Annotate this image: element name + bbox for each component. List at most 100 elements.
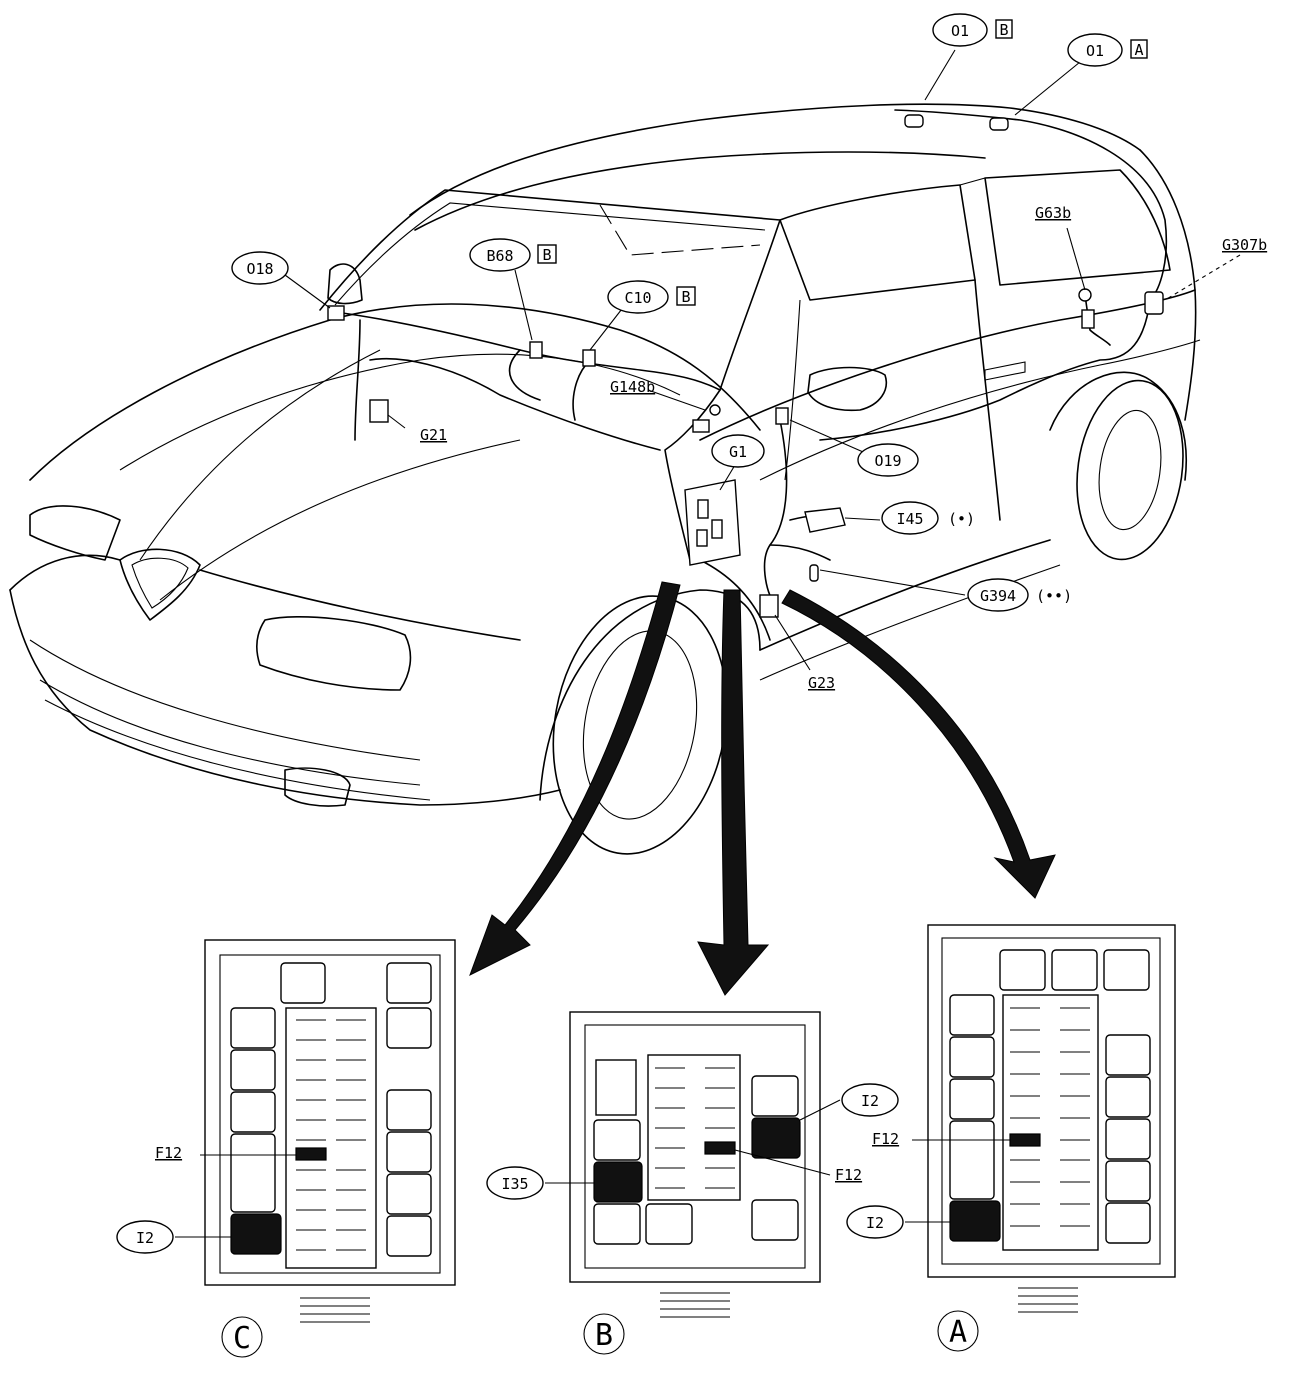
box-a-relay-r5 xyxy=(1105,1202,1151,1244)
fuse-box-c: F12 I2 C xyxy=(116,939,456,1358)
callout-b68: B68 xyxy=(486,247,513,265)
fuse-box-c-inner xyxy=(219,954,441,1274)
callout-o1-a: O1 xyxy=(1086,42,1104,60)
connector-g63b xyxy=(1081,309,1095,329)
box-b-label-i2: I2 xyxy=(861,1092,879,1110)
fuse-box-a: F12 I2 A xyxy=(846,924,1176,1352)
connector-g1-b xyxy=(711,519,723,539)
label-g23: G23 xyxy=(808,674,835,692)
box-a-relay-i2 xyxy=(949,1200,1001,1242)
callout-i45: I45 xyxy=(896,510,923,528)
connector-c10 xyxy=(582,349,596,367)
connector-b68 xyxy=(529,341,543,359)
left-mirror xyxy=(327,263,363,305)
connectors xyxy=(327,114,1164,618)
fuse-box-a-inner xyxy=(941,937,1161,1265)
box-b-relay-r3 xyxy=(751,1199,799,1241)
callout-b68-oval xyxy=(469,238,531,272)
ground-g63b xyxy=(1078,288,1092,302)
arrow-to-box-a xyxy=(781,589,1056,899)
box-c-relay-l3 xyxy=(230,1091,276,1133)
tag-b1-box xyxy=(995,19,1013,39)
tag-a1: A xyxy=(1134,41,1143,59)
label-g21: G21 xyxy=(420,426,447,444)
box-b-fuse-f12 xyxy=(704,1141,736,1155)
tag-b2: B xyxy=(542,246,551,264)
box-b-relay-i2 xyxy=(751,1117,801,1159)
connector-g21 xyxy=(369,399,389,423)
tag-b1: B xyxy=(999,21,1008,39)
box-b-relay-l1 xyxy=(593,1119,641,1161)
box-c-letter: C xyxy=(233,1321,251,1356)
callout-g1-oval xyxy=(711,434,765,468)
label-g148b: G148b xyxy=(610,378,655,396)
box-a-relay-top1 xyxy=(999,949,1046,991)
callout-o19-oval xyxy=(857,443,919,477)
box-c-relay-top xyxy=(280,962,326,1004)
callout-o19: O19 xyxy=(874,452,901,470)
connector-g23 xyxy=(759,594,779,618)
fuse-box-b: F12 I2 I35 B xyxy=(486,1011,899,1355)
box-a-relay-l4 xyxy=(949,1120,995,1200)
callout-o1-b: O1 xyxy=(951,22,969,40)
note-g394: (••) xyxy=(1036,587,1072,605)
arrow-to-box-b xyxy=(697,589,770,996)
callout-c10-oval xyxy=(607,280,669,314)
callout-o18: O18 xyxy=(246,260,273,278)
box-b-callout-i35-oval xyxy=(486,1166,544,1200)
label-g63b: G63b xyxy=(1035,204,1071,222)
box-c-relay-r1 xyxy=(386,1007,432,1049)
connector-o1-b xyxy=(904,114,924,128)
box-b-callout-i2-oval xyxy=(841,1083,899,1117)
callout-i45-oval xyxy=(881,501,939,535)
connector-g307b xyxy=(1144,291,1164,315)
callout-g394-oval xyxy=(967,578,1029,612)
box-a-relay-r4 xyxy=(1105,1160,1151,1202)
box-a-relay-l3 xyxy=(949,1078,995,1120)
box-b-relay-l3 xyxy=(593,1203,641,1245)
box-c-relay-r3 xyxy=(386,1131,432,1173)
box-c-relay-l4 xyxy=(230,1133,276,1213)
box-b-small-fuses xyxy=(595,1059,637,1116)
box-c-relay-i2 xyxy=(230,1213,282,1255)
wiring-harness xyxy=(334,109,1168,641)
box-b-relay-r1 xyxy=(751,1075,799,1117)
box-c-relay-r2 xyxy=(386,1089,432,1131)
box-c-label-i2: I2 xyxy=(136,1229,154,1247)
box-a-relay-l2 xyxy=(949,1036,995,1078)
box-c-letter-circle xyxy=(221,1316,263,1358)
fuse-box-b-inner xyxy=(584,1024,806,1269)
box-b-label-f12: F12 xyxy=(835,1166,862,1184)
box-c-relay-tr xyxy=(386,962,432,1004)
connector-o1-a xyxy=(989,117,1009,131)
detail-arrows xyxy=(469,581,1056,996)
box-b-relay-i35 xyxy=(593,1161,643,1203)
box-a-callout-i2-oval xyxy=(846,1205,904,1239)
box-a-fuse-f12 xyxy=(1009,1133,1041,1147)
relay-i45 xyxy=(804,507,846,533)
box-c-fuse-block xyxy=(285,1007,377,1269)
connector-g1-a xyxy=(697,499,709,519)
box-a-relay-r1 xyxy=(1105,1034,1151,1076)
box-a-relay-r2 xyxy=(1105,1076,1151,1118)
box-c-relay-l1 xyxy=(230,1007,276,1049)
box-b-relay-l4 xyxy=(645,1203,693,1245)
callout-o1-b-oval xyxy=(932,13,988,47)
box-a-relay-top2 xyxy=(1051,949,1098,991)
box-a-letter: A xyxy=(949,1315,967,1350)
box-a-letter-circle xyxy=(937,1310,979,1352)
tag-a1-box xyxy=(1130,39,1148,59)
arrow-to-box-c xyxy=(469,581,681,977)
label-g307b: G307b xyxy=(1222,236,1267,254)
box-c-relay-l2 xyxy=(230,1049,276,1091)
tag-b3-box xyxy=(676,286,696,306)
connector-o19 xyxy=(775,407,789,425)
connector-o18 xyxy=(327,305,345,321)
box-c-fuse-f12 xyxy=(295,1147,327,1161)
box-c-fuse-rows xyxy=(296,1019,366,1251)
box-c-label-f12: F12 xyxy=(155,1144,182,1162)
connector-g394 xyxy=(809,564,819,582)
box-a-label-i2: I2 xyxy=(866,1214,884,1232)
leader-lines xyxy=(284,49,1241,671)
